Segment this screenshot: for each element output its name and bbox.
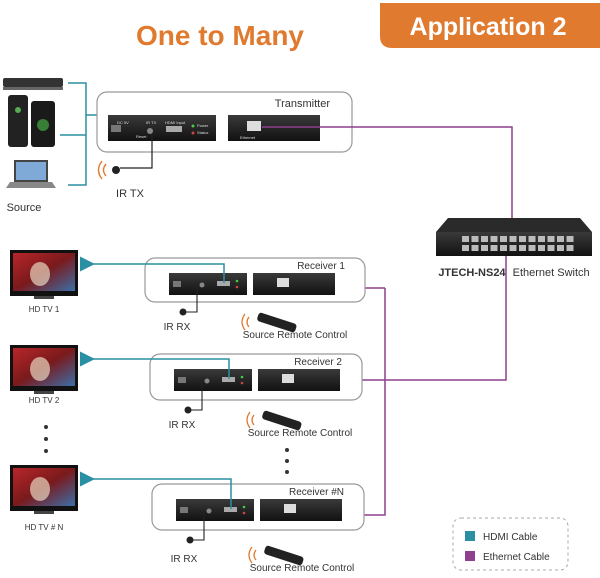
- receiver-ethernet-box: [253, 273, 335, 295]
- receiver-hdmi-box: [169, 273, 247, 295]
- ethernet-switch: [436, 218, 592, 256]
- ethernet-cable-tx: [262, 126, 513, 225]
- legend-hdmi-label: HDMI Cable: [483, 532, 538, 543]
- hdmi-cable-output: [80, 256, 225, 283]
- transmitter-hdmi-box: [108, 115, 216, 141]
- game-console-icon: [8, 95, 28, 147]
- tx-hdmi-label: HDMI Input: [165, 120, 186, 125]
- ir-signal-icon: [241, 313, 250, 331]
- remote-label: Source Remote Control: [248, 428, 353, 439]
- tx-ir-label: IR TX: [146, 120, 156, 125]
- ir-rx-cable: [192, 513, 205, 541]
- ir-rx-cable: [185, 287, 198, 313]
- ir-signal-icon: [248, 546, 257, 564]
- ir-rx-label: IR RX: [164, 322, 191, 333]
- ethernet-port-icon: [247, 121, 261, 131]
- hdtv-label: HD TV 1: [29, 305, 60, 314]
- receiver-ethernet-box: [260, 499, 342, 521]
- receiver-hdmi-box: [176, 499, 254, 521]
- ir-rx-label: IR RX: [169, 420, 196, 431]
- receiver-label: Receiver #N: [289, 487, 344, 498]
- tv-ellipsis: [44, 425, 48, 453]
- ir-tx-label: IR TX: [116, 188, 145, 200]
- ir-signal-icon: [97, 160, 107, 180]
- hdtv-label: HD TV 2: [29, 396, 60, 405]
- transmitter-ethernet-box: [228, 115, 320, 141]
- ir-tx-cable: [120, 134, 153, 169]
- switch-suffix: Ethernet Switch: [513, 267, 590, 279]
- tx-status-label: Status: [197, 130, 208, 135]
- ir-receiver-icon: [179, 308, 187, 316]
- receiver-ethernet-box: [258, 369, 340, 391]
- bluray-player-icon: [3, 78, 63, 87]
- ethernet-cable-rx1-rxn: [330, 287, 386, 516]
- tx-ethernet-label: Ethernet: [240, 135, 256, 140]
- ir-rx-cable: [190, 383, 203, 411]
- page-title: One to Many: [136, 20, 304, 51]
- tx-power-label: Power: [197, 123, 209, 128]
- receiver-hdmi-box: [174, 369, 252, 391]
- legend-ethernet-label: Ethernet Cable: [483, 552, 550, 563]
- remote-control-icon: [262, 410, 302, 431]
- receiver-unit: Receiver 1 IR RX Source Remote Control HD T…: [10, 250, 366, 341]
- ir-emitter-icon: [112, 166, 120, 174]
- ethernet-port-icon: [284, 504, 296, 513]
- tx-dc-label: DC 5V: [117, 120, 129, 125]
- receiver-label: Receiver 2: [294, 357, 342, 368]
- remote-control-icon: [257, 312, 297, 333]
- ir-receiver-icon: [184, 406, 192, 414]
- ethernet-cable-rx2: [330, 256, 507, 381]
- ethernet-port-icon: [277, 278, 289, 287]
- hdtv-label: HD TV # N: [25, 523, 64, 532]
- ir-receiver-icon: [186, 536, 194, 544]
- legend-box: [452, 517, 569, 571]
- application-badge: Application 2: [410, 13, 567, 41]
- receiver-unit: Receiver #N IR RX Source Remote Control HD …: [10, 465, 365, 574]
- source-label: Source: [7, 202, 42, 214]
- badge-bg: [380, 3, 600, 48]
- remote-control-icon: [264, 545, 304, 566]
- ir-rx-label: IR RX: [171, 554, 198, 565]
- switch-caption: JTECH-NS24 Ethernet Switch: [438, 267, 589, 279]
- tx-reset-label: Reset: [136, 134, 147, 139]
- receiver-label: Receiver 1: [297, 261, 345, 272]
- ir-signal-icon: [246, 411, 255, 429]
- hdmi-cable-output: [80, 351, 230, 379]
- legend-hdmi-swatch: [465, 531, 475, 541]
- receiver-ellipsis: [285, 448, 289, 474]
- source-devices: [3, 78, 63, 188]
- ethernet-port-icon: [282, 374, 294, 383]
- remote-label: Source Remote Control: [243, 330, 348, 341]
- transmitter-label: Transmitter: [275, 98, 331, 110]
- hdmi-cable-output: [80, 471, 232, 509]
- legend-ethernet-swatch: [465, 551, 475, 561]
- remote-label: Source Remote Control: [250, 563, 355, 574]
- receiver-unit: Receiver 2 IR RX Source Remote Control HD T…: [10, 345, 363, 439]
- switch-model: JTECH-NS24: [438, 267, 506, 279]
